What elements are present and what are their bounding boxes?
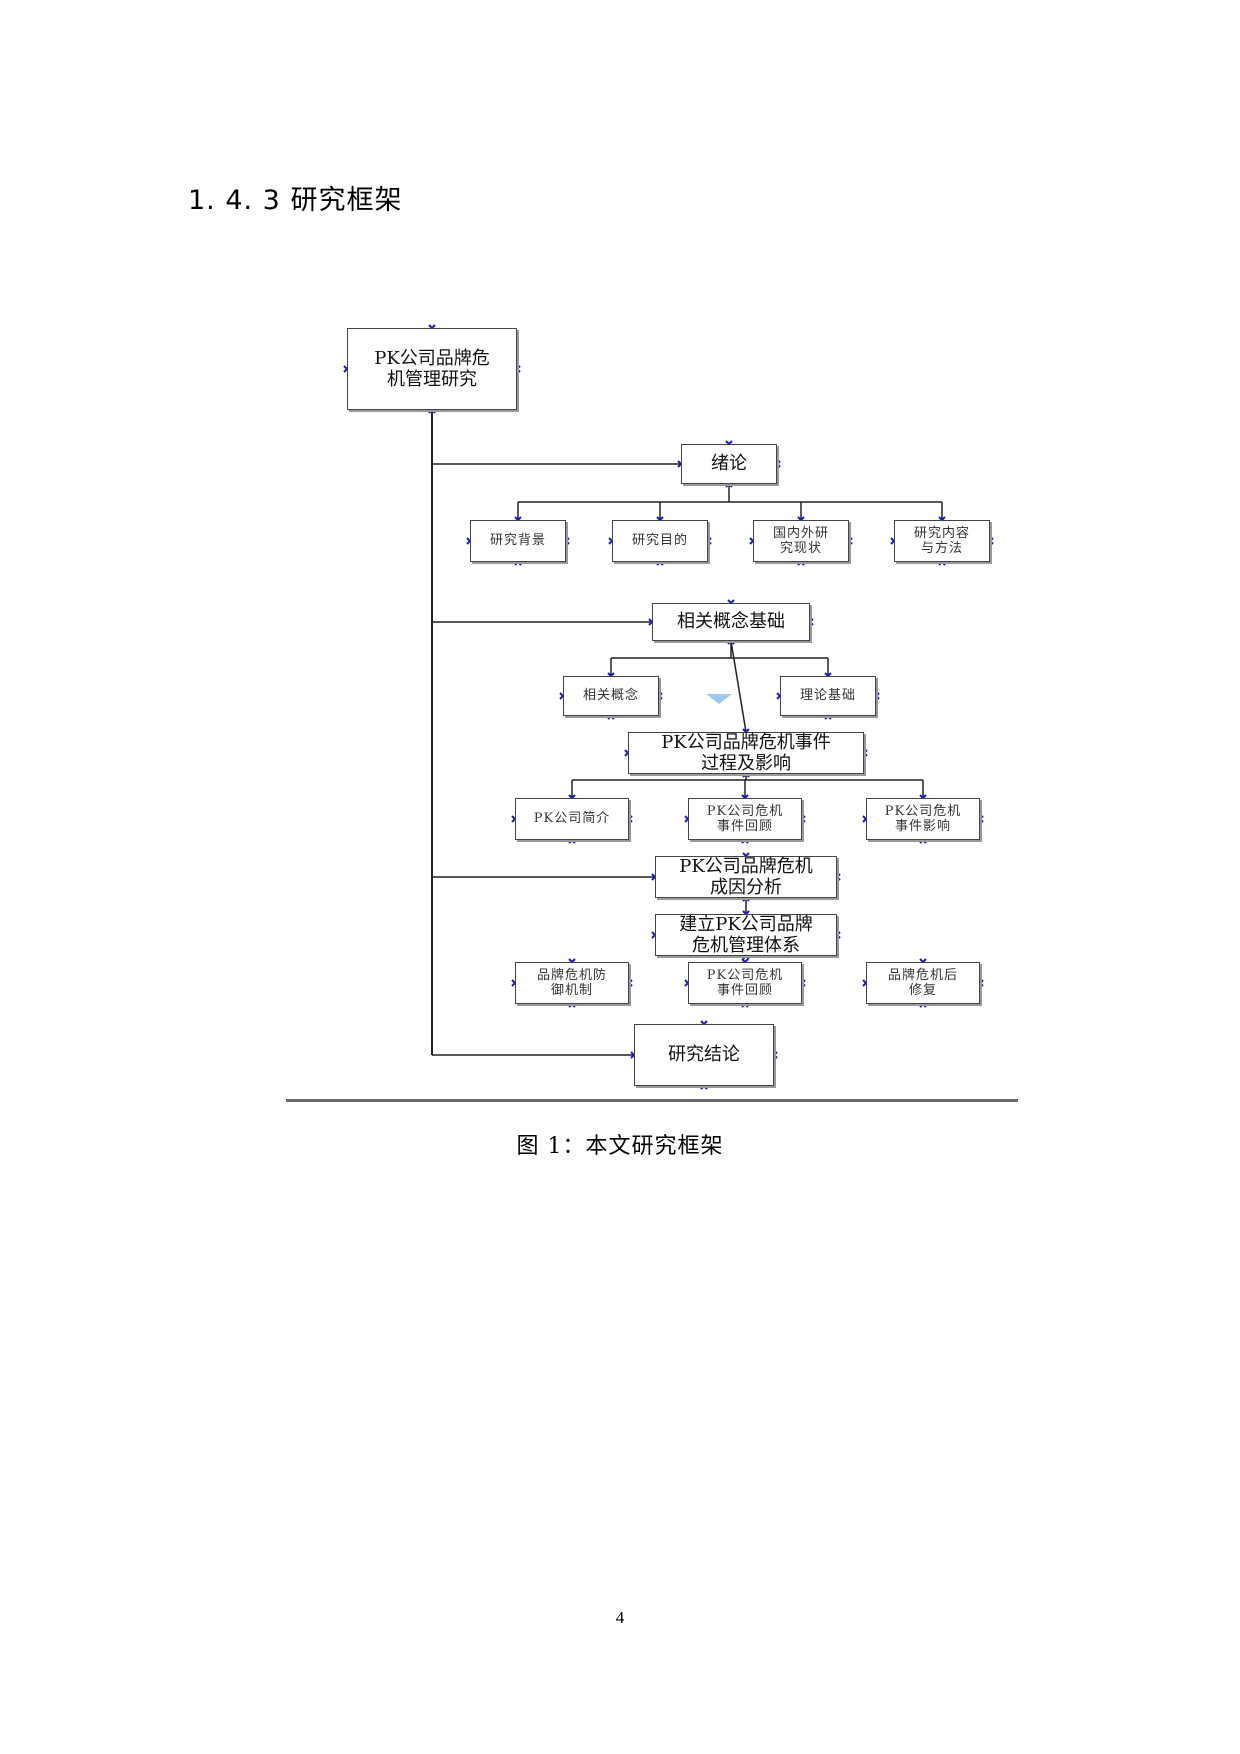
node-label-line: 研究目的 <box>631 533 688 549</box>
node-crisis-cause-analysis: PK公司品牌危机成因分析 <box>655 856 837 898</box>
node-label-line: 品牌危机防 <box>536 967 607 983</box>
node-crisis-event-review-2: PK公司危机事件回顾 <box>688 962 802 1004</box>
node-label-line: 究现状 <box>779 541 822 556</box>
node-research-content-methods: 研究内容与方法 <box>894 520 990 562</box>
node-label-line: 研究内容 <box>913 525 970 541</box>
node-research-background: 研究背景 <box>470 520 566 562</box>
node-label-line: 建立PK公司品牌 <box>679 913 813 935</box>
node-label: 研究背景 <box>490 533 546 548</box>
node-label-line: PK公司品牌危机事件 <box>661 731 831 753</box>
arrow-down-icon <box>706 694 732 704</box>
node-label: 品牌危机防御机制 <box>537 968 607 999</box>
link-s1-s2 <box>730 640 747 733</box>
node-concept-foundation: 相关概念基础 <box>652 603 810 641</box>
node-label: PK公司简介 <box>534 811 610 826</box>
node-crisis-event-review: PK公司危机事件回顾 <box>688 798 802 840</box>
node-introduction: 绪论 <box>681 444 777 484</box>
node-research-purpose: 研究目的 <box>612 520 708 562</box>
node-label: 相关概念基础 <box>677 611 785 632</box>
node-label-line: 过程及影响 <box>701 753 791 774</box>
node-label-line: 修复 <box>908 983 937 998</box>
node-label-line: 御机制 <box>550 983 593 998</box>
node-label-line: 事件回顾 <box>716 983 773 998</box>
node-post-crisis-repair: 品牌危机后修复 <box>866 962 980 1004</box>
node-theoretical-basis: 理论基础 <box>780 676 876 716</box>
node-label: 研究结论 <box>668 1044 740 1065</box>
node-crisis-defense-mechanism: 品牌危机防御机制 <box>515 962 629 1004</box>
node-crisis-event-process: PK公司品牌危机事件过程及影响 <box>628 732 864 774</box>
node-label: 研究内容与方法 <box>914 526 970 557</box>
node-label-line: PK公司简介 <box>533 811 611 827</box>
node-label-line: 研究结论 <box>668 1044 740 1066</box>
node-label-line: PK公司品牌危机 <box>679 855 813 877</box>
node-label: PK公司品牌危机成因分析 <box>679 856 813 898</box>
node-label: 相关概念 <box>583 688 639 703</box>
node-label-line: 品牌危机后 <box>887 967 958 983</box>
node-label: PK公司危机事件回顾 <box>707 804 783 835</box>
node-label: 品牌危机后修复 <box>888 968 958 999</box>
node-label-line: 事件回顾 <box>716 819 773 834</box>
node-label-line: 研究背景 <box>489 533 546 549</box>
node-label: 研究目的 <box>632 533 688 548</box>
node-label-line: 相关概念 <box>582 688 639 704</box>
page-number: 4 <box>615 1608 625 1627</box>
node-label-line: 绪论 <box>711 453 747 475</box>
node-label-line: 与方法 <box>920 541 963 556</box>
node-label: PK公司品牌危机事件过程及影响 <box>661 732 831 774</box>
node-root: PK公司品牌危机管理研究 <box>347 328 517 410</box>
node-label: PK公司危机事件回顾 <box>707 968 783 999</box>
node-research-conclusion: 研究结论 <box>634 1024 774 1086</box>
node-label: 国内外研究现状 <box>773 526 829 557</box>
figure-caption: 图 1：本文研究框架 <box>516 1134 724 1159</box>
node-label-line: PK公司危机 <box>884 803 962 819</box>
node-crisis-management-system: 建立PK公司品牌危机管理体系 <box>655 914 837 956</box>
node-company-profile: PK公司简介 <box>515 798 629 840</box>
node-label-line: 成因分析 <box>710 877 782 898</box>
node-label-line: PK公司危机 <box>706 803 784 819</box>
node-label: PK公司品牌危机管理研究 <box>374 348 490 390</box>
node-label-line: PK公司品牌危 <box>374 347 490 369</box>
node-research-status: 国内外研究现状 <box>753 520 849 562</box>
node-label: PK公司危机事件影响 <box>885 804 961 835</box>
node-label-line: PK公司危机 <box>706 967 784 983</box>
node-label-line: 事件影响 <box>894 819 951 834</box>
node-label: 建立PK公司品牌危机管理体系 <box>679 914 813 956</box>
node-label-line: 机管理研究 <box>387 369 477 390</box>
node-label-line: 危机管理体系 <box>692 935 800 956</box>
node-crisis-event-impact: PK公司危机事件影响 <box>866 798 980 840</box>
node-label-line: 相关概念基础 <box>677 611 785 633</box>
divider-rule <box>286 1099 1018 1102</box>
node-label-line: 理论基础 <box>799 688 856 704</box>
node-label-line: 国内外研 <box>772 525 829 541</box>
node-label: 绪论 <box>711 453 747 474</box>
node-related-concepts: 相关概念 <box>563 676 659 716</box>
section-heading: 1. 4. 3 研究框架 <box>188 185 403 216</box>
node-label: 理论基础 <box>800 688 856 703</box>
